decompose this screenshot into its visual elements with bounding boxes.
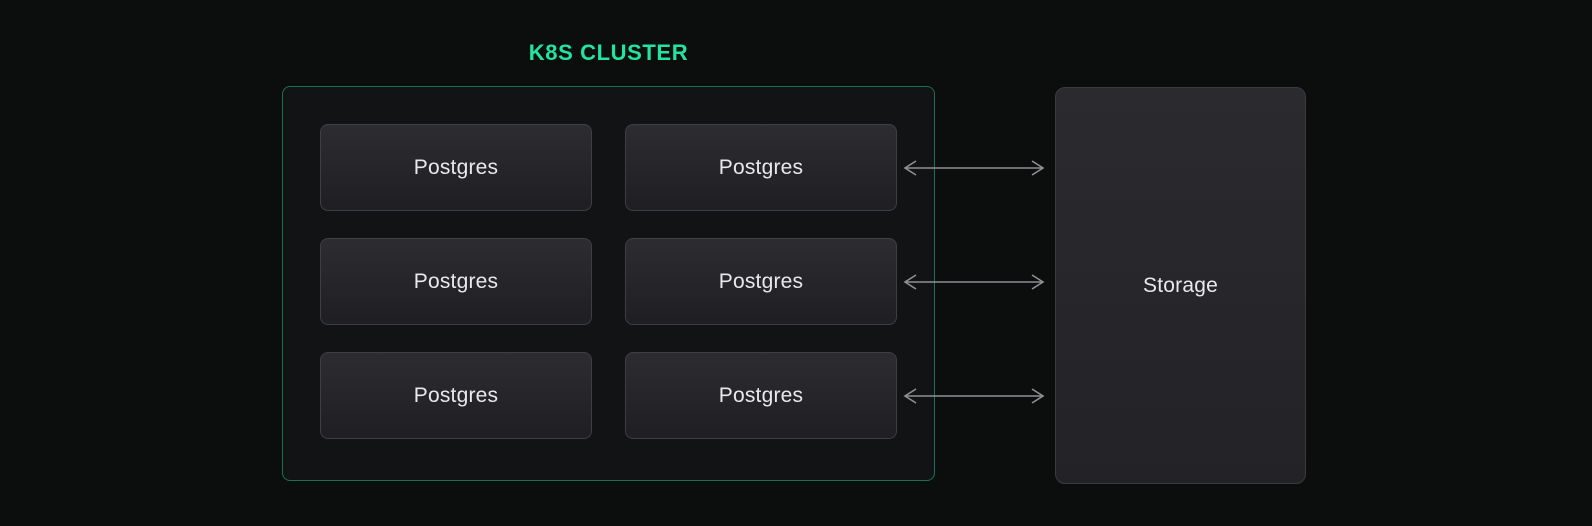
bidirectional-arrow: [900, 156, 1048, 180]
cluster-title: K8S CLUSTER: [528, 40, 689, 65]
postgres-node: Postgres: [320, 238, 592, 325]
postgres-node-label: Postgres: [718, 383, 804, 407]
postgres-node: Postgres: [625, 238, 897, 325]
k8s-cluster-container: Postgres Postgres Postgres Postgres Post…: [282, 86, 935, 481]
storage-node: Storage: [1055, 87, 1306, 484]
storage-node-label: Storage: [1143, 273, 1218, 297]
bidirectional-arrow: [900, 384, 1048, 408]
postgres-node-label: Postgres: [413, 383, 499, 407]
postgres-node-label: Postgres: [413, 155, 499, 179]
bidirectional-arrow: [900, 270, 1048, 294]
postgres-node: Postgres: [320, 124, 592, 211]
postgres-node: Postgres: [320, 352, 592, 439]
postgres-node: Postgres: [625, 352, 897, 439]
postgres-node-label: Postgres: [413, 269, 499, 293]
postgres-node-label: Postgres: [718, 155, 804, 179]
postgres-node-label: Postgres: [718, 269, 804, 293]
postgres-node: Postgres: [625, 124, 897, 211]
